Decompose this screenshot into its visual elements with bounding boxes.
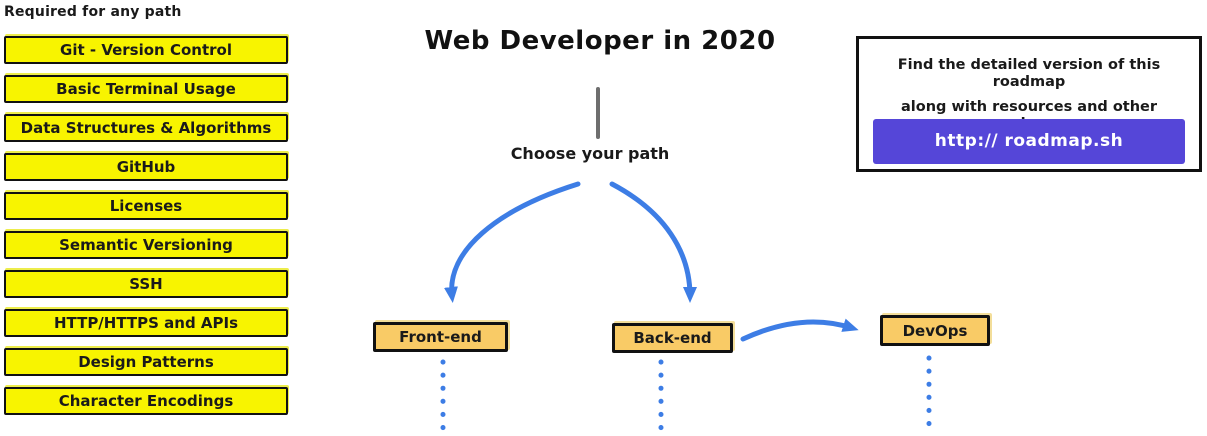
- info-line-1: Find the detailed version of this roadma…: [897, 57, 1161, 90]
- required-item-terminal[interactable]: Basic Terminal Usage: [4, 75, 288, 103]
- info-panel: Find the detailed version of this roadma…: [856, 36, 1202, 172]
- required-list: Git - Version Control Basic Terminal Usa…: [4, 36, 288, 415]
- frontend-node[interactable]: Front-end: [373, 322, 508, 352]
- backend-node[interactable]: Back-end: [612, 323, 733, 353]
- required-item-semver[interactable]: Semantic Versioning: [4, 231, 288, 259]
- required-item-dsa[interactable]: Data Structures & Algorithms: [4, 114, 288, 142]
- required-item-char-encodings[interactable]: Character Encodings: [4, 387, 288, 415]
- arrow-to-devops: [740, 318, 859, 342]
- required-item-http[interactable]: HTTP/HTTPS and APIs: [4, 309, 288, 337]
- required-item-ssh[interactable]: SSH: [4, 270, 288, 298]
- choose-path-label: Choose your path: [510, 144, 670, 163]
- arrow-to-frontend: [444, 181, 581, 303]
- required-heading: Required for any path: [4, 4, 182, 20]
- devops-node[interactable]: DevOps: [880, 315, 990, 346]
- roadmap-link-button[interactable]: http:// roadmap.sh: [873, 119, 1185, 164]
- required-item-github[interactable]: GitHub: [4, 153, 288, 181]
- page-title: Web Developer in 2020: [424, 26, 776, 56]
- required-item-design-patterns[interactable]: Design Patterns: [4, 348, 288, 376]
- required-item-git[interactable]: Git - Version Control: [4, 36, 288, 64]
- arrow-to-backend: [609, 181, 697, 303]
- required-item-licenses[interactable]: Licenses: [4, 192, 288, 220]
